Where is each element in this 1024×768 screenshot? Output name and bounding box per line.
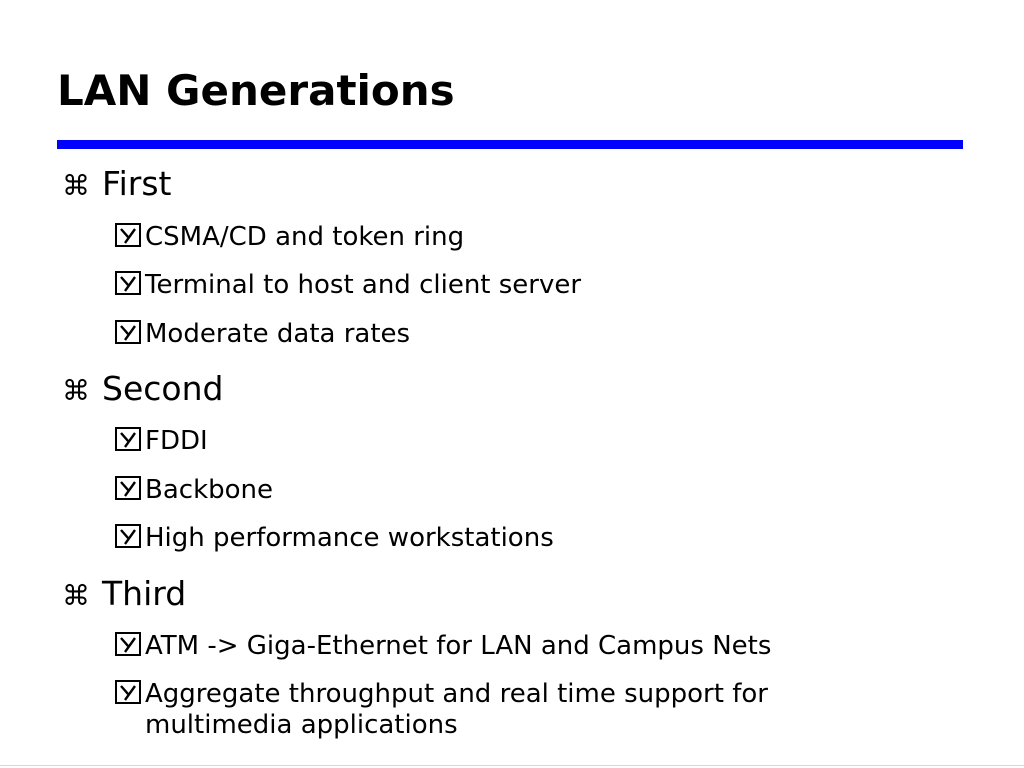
sub-bullet-text: Moderate data rates <box>145 319 411 349</box>
bullet-third-label: Third <box>102 574 187 613</box>
checkbox-y-icon <box>115 632 143 656</box>
sub-bullet-text: Terminal to host and client server <box>145 270 582 300</box>
sub-bullet-item: FDDI <box>115 426 208 457</box>
sub-bullet-item: High performance workstations <box>115 523 554 554</box>
bullet-first: ⌘ First <box>62 167 171 200</box>
title-underline <box>57 140 963 149</box>
checkbox-y-icon <box>115 427 143 451</box>
slide-title: LAN Generations <box>57 66 455 115</box>
checkbox-y-icon <box>115 476 143 500</box>
checkbox-y-icon <box>115 680 143 704</box>
command-key-icon: ⌘ <box>62 374 90 407</box>
checkbox-y-icon <box>115 271 143 295</box>
command-key-icon: ⌘ <box>62 579 90 612</box>
sub-bullet-text: CSMA/CD and token ring <box>145 222 465 252</box>
checkbox-y-icon <box>115 320 143 344</box>
checkbox-y-icon <box>115 524 143 548</box>
sub-bullet-text: FDDI <box>145 426 208 456</box>
sub-bullet-item: CSMA/CD and token ring <box>115 222 464 253</box>
checkbox-y-icon <box>115 223 143 247</box>
slide-bottom-border <box>0 765 1024 766</box>
command-key-icon: ⌘ <box>62 169 90 202</box>
sub-bullet-text: Aggregate throughput and real time suppo… <box>145 679 768 741</box>
sub-bullet-item: Moderate data rates <box>115 319 410 350</box>
bullet-second-label: Second <box>102 369 224 408</box>
bullet-first-label: First <box>102 164 172 203</box>
sub-bullet-item: Backbone <box>115 475 273 506</box>
sub-bullet-text: High performance workstations <box>145 523 554 553</box>
sub-bullet-text: Backbone <box>145 475 274 505</box>
sub-bullet-item: ATM -> Giga-Ethernet for LAN and Campus … <box>115 631 771 662</box>
sub-bullet-item: Aggregate throughput and real time suppo… <box>115 679 905 741</box>
bullet-third: ⌘ Third <box>62 577 186 610</box>
sub-bullet-item: Terminal to host and client server <box>115 270 581 301</box>
sub-bullet-text: ATM -> Giga-Ethernet for LAN and Campus … <box>145 631 772 661</box>
bullet-second: ⌘ Second <box>62 372 223 405</box>
